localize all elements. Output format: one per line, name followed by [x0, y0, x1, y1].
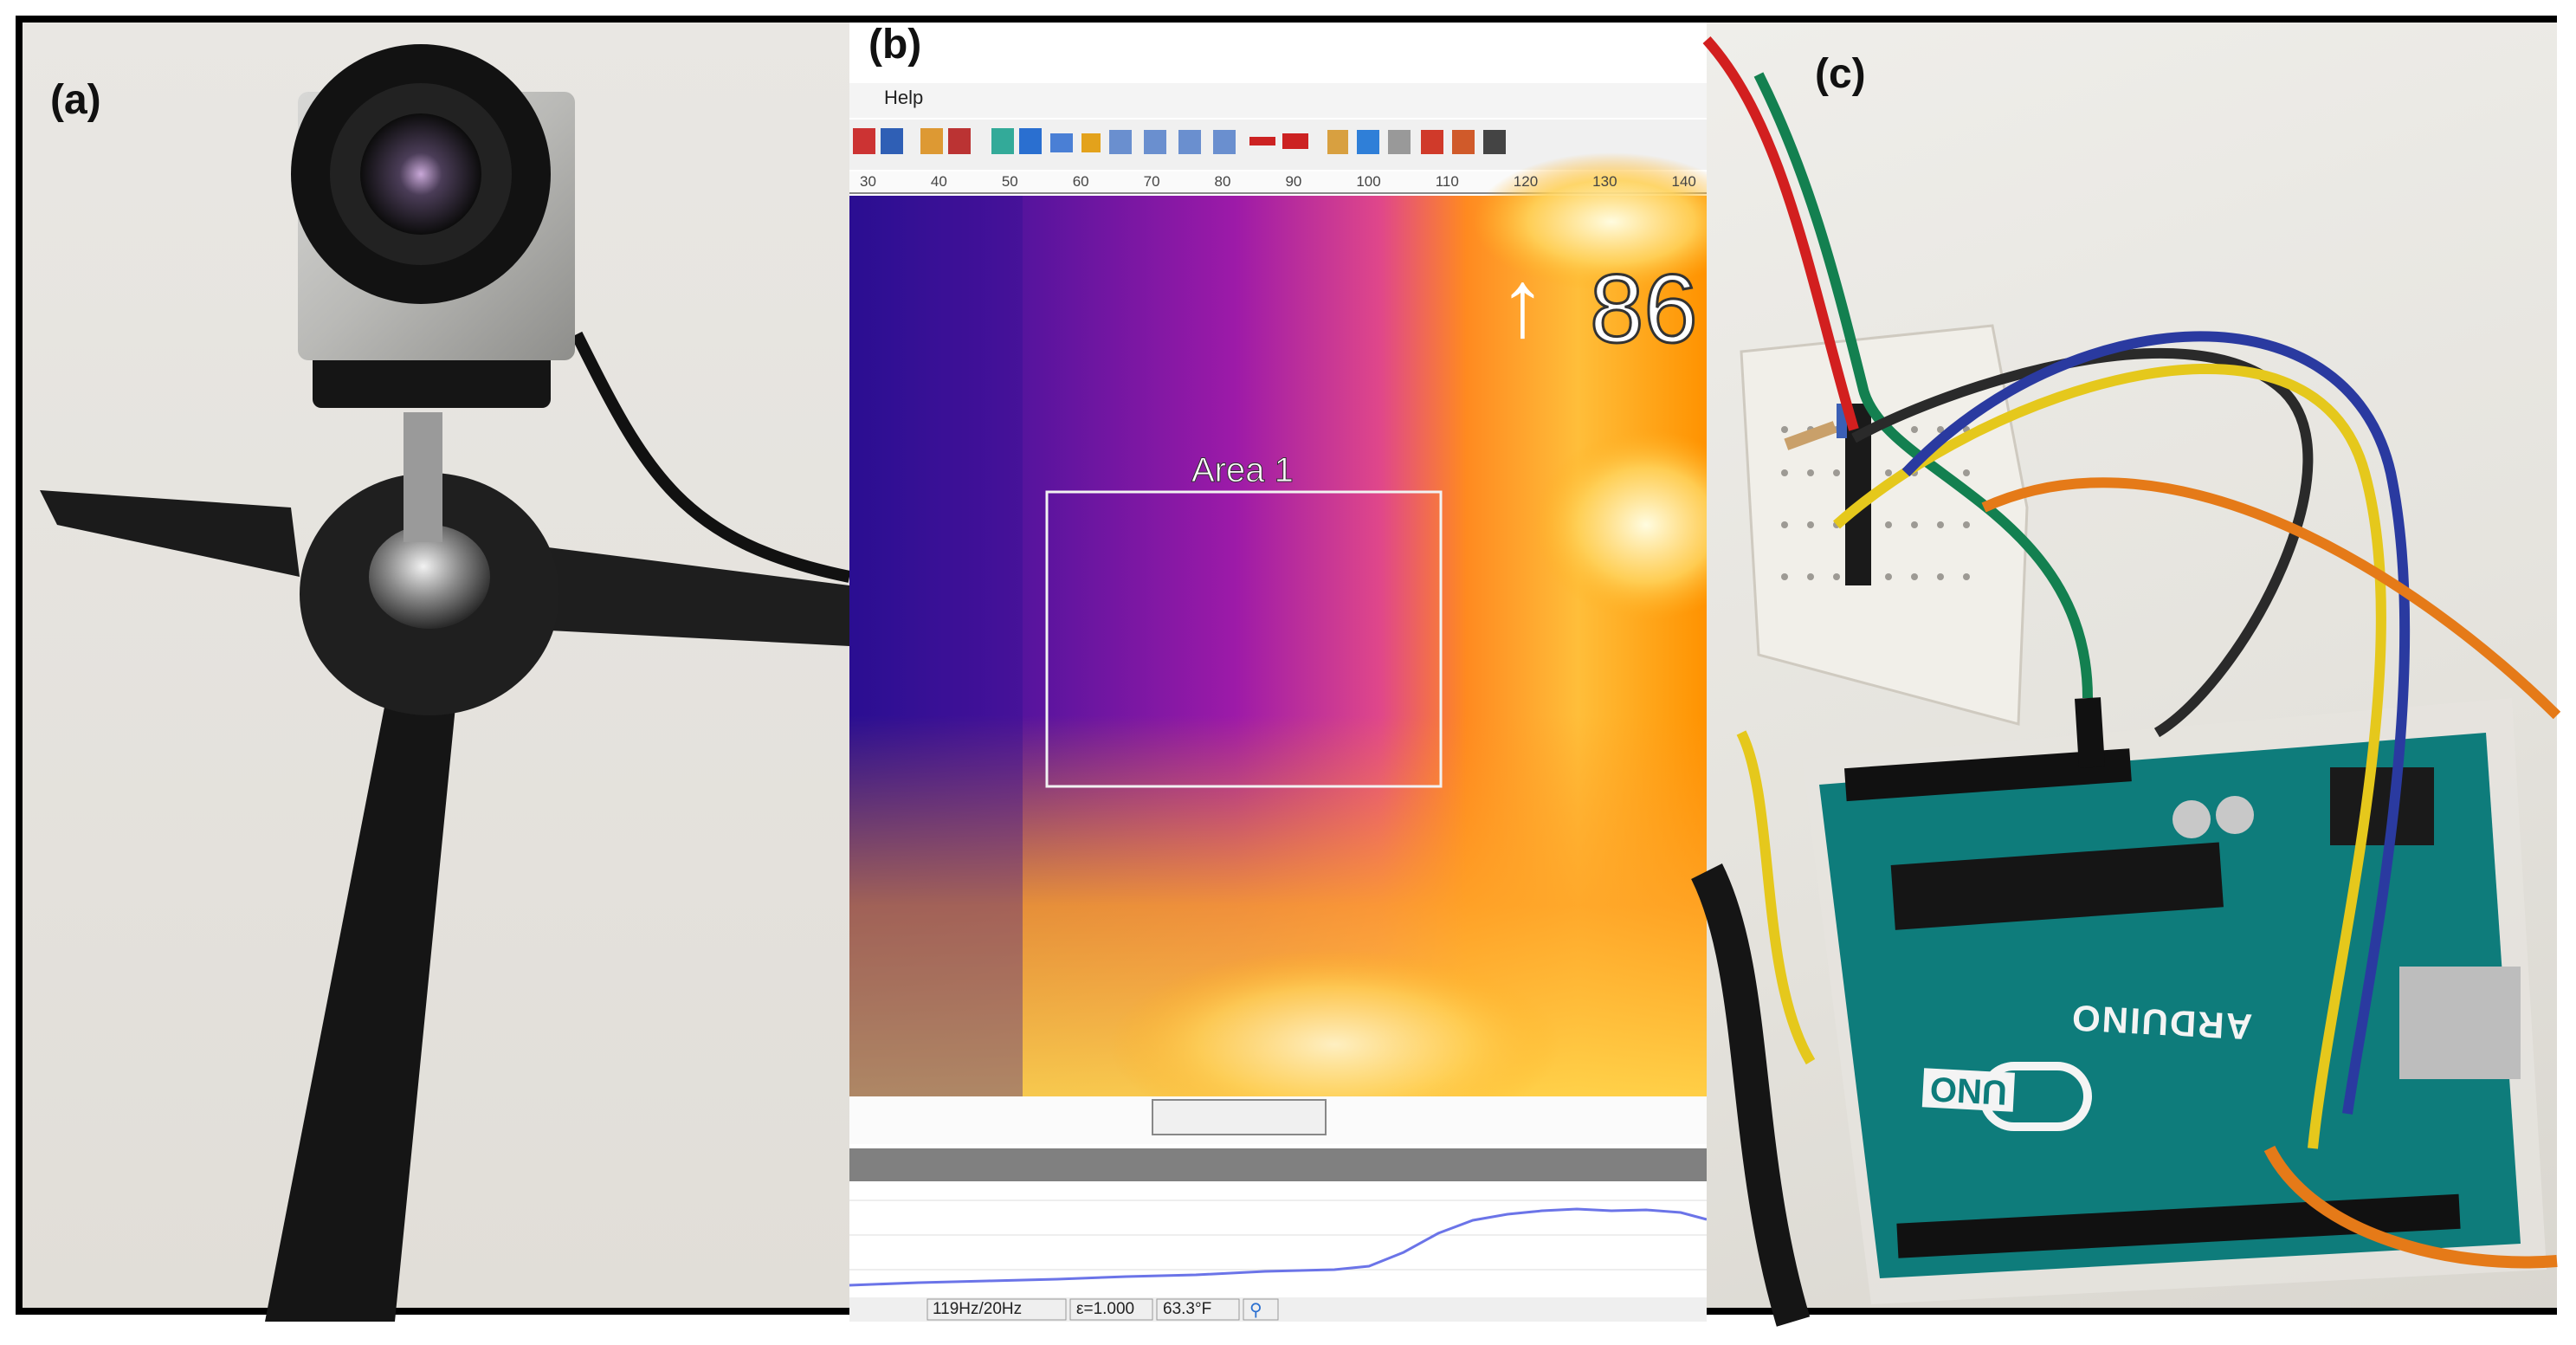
ruler-tick-label: 40 [930, 173, 947, 190]
menu-help[interactable]: Help [884, 87, 924, 108]
status-temperature: 63.3°F [1163, 1300, 1212, 1318]
status-emissivity: ε=1.000 [1076, 1300, 1135, 1318]
area-1-label: Area 1 [1191, 451, 1294, 490]
toolbar-icons[interactable] [853, 128, 1506, 154]
camera-tripod-photo [40, 44, 851, 1322]
temperature-trend-line [849, 1207, 1708, 1287]
arduino-breadboard-photo [1691, 36, 2561, 1327]
ruler-tick-label: 120 [1513, 173, 1539, 190]
status-bulb-icon[interactable]: ⚲ [1249, 1301, 1262, 1320]
arduino-model-text: UNO [1921, 1068, 2015, 1112]
ruler-tick-label: 80 [1214, 173, 1231, 190]
ruler-tick-label: 140 [1671, 173, 1696, 190]
figure-frame: (a) [16, 16, 2561, 1327]
status-framerate: 119Hz/20Hz [933, 1300, 1023, 1318]
ruler-tick-label: 130 [1592, 173, 1617, 190]
ruler-tick-label: 110 [1435, 173, 1459, 190]
ruler-tick-label: 60 [1072, 173, 1089, 190]
area-1-roi-box[interactable] [1045, 490, 1443, 788]
panel-a-label: (a) [50, 77, 101, 123]
panel-c-label: (c) [1815, 51, 1866, 97]
ruler-tick-label: 90 [1285, 173, 1302, 190]
ruler-tick-label: 70 [1143, 173, 1160, 190]
thermal-software-window [849, 83, 1759, 1322]
ruler-tick-label: 100 [1356, 173, 1381, 190]
panel-a-camera-photo: (a) [23, 23, 851, 1322]
pixel-ruler: 30 40 50 60 70 80 90 100 110 120 130 140 [849, 173, 1707, 192]
max-temp-overlay-value: 86 [1589, 255, 1700, 363]
horizontal-scrollbar-thumb[interactable] [1152, 1099, 1327, 1135]
panel-c-arduino-photo: ARDUINO UNO (c) [1691, 23, 2561, 1327]
max-temp-arrow-icon: ↑ [1499, 250, 1546, 357]
panel-b-label: (b) [868, 22, 922, 68]
ruler-tick-label: 30 [860, 173, 876, 190]
ruler-tick-label: 50 [1001, 173, 1018, 190]
